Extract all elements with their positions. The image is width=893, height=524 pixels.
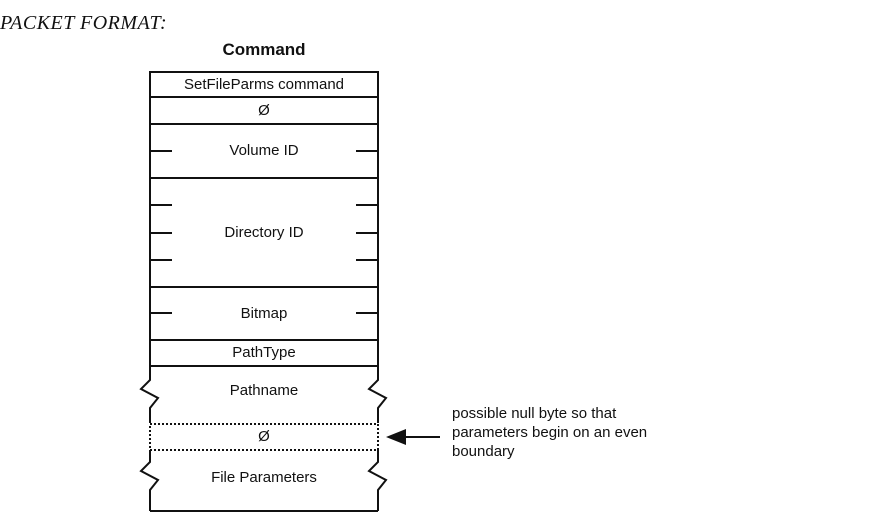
field-bitmap: Bitmap — [240, 304, 288, 322]
fileparams-left-break — [139, 450, 160, 511]
field-volume-id: Volume ID — [229, 142, 299, 159]
field-directory-id: Directory ID — [224, 223, 304, 241]
field-optional-null-byte: Ø — [258, 428, 270, 445]
command-column-title: Command — [222, 40, 306, 59]
null-byte-optional-box — [149, 423, 379, 451]
field-setfileparms-command: SetFileParms command — [183, 75, 345, 93]
packet-column-outline — [149, 71, 379, 367]
packet-format-heading: PACKET FORMAT: — [0, 12, 168, 34]
field-null-byte: Ø — [258, 101, 270, 119]
fileparams-right-break — [367, 450, 388, 511]
null-byte-annotation: possible null byte so that parameters be… — [452, 405, 648, 460]
annotation-arrow-head — [386, 429, 406, 445]
field-pathname: Pathname — [229, 382, 299, 399]
field-file-parameters: File Parameters — [211, 469, 317, 486]
pathname-left-break — [139, 366, 160, 423]
field-pathtype: PathType — [232, 344, 296, 361]
pathname-right-break — [367, 366, 388, 423]
